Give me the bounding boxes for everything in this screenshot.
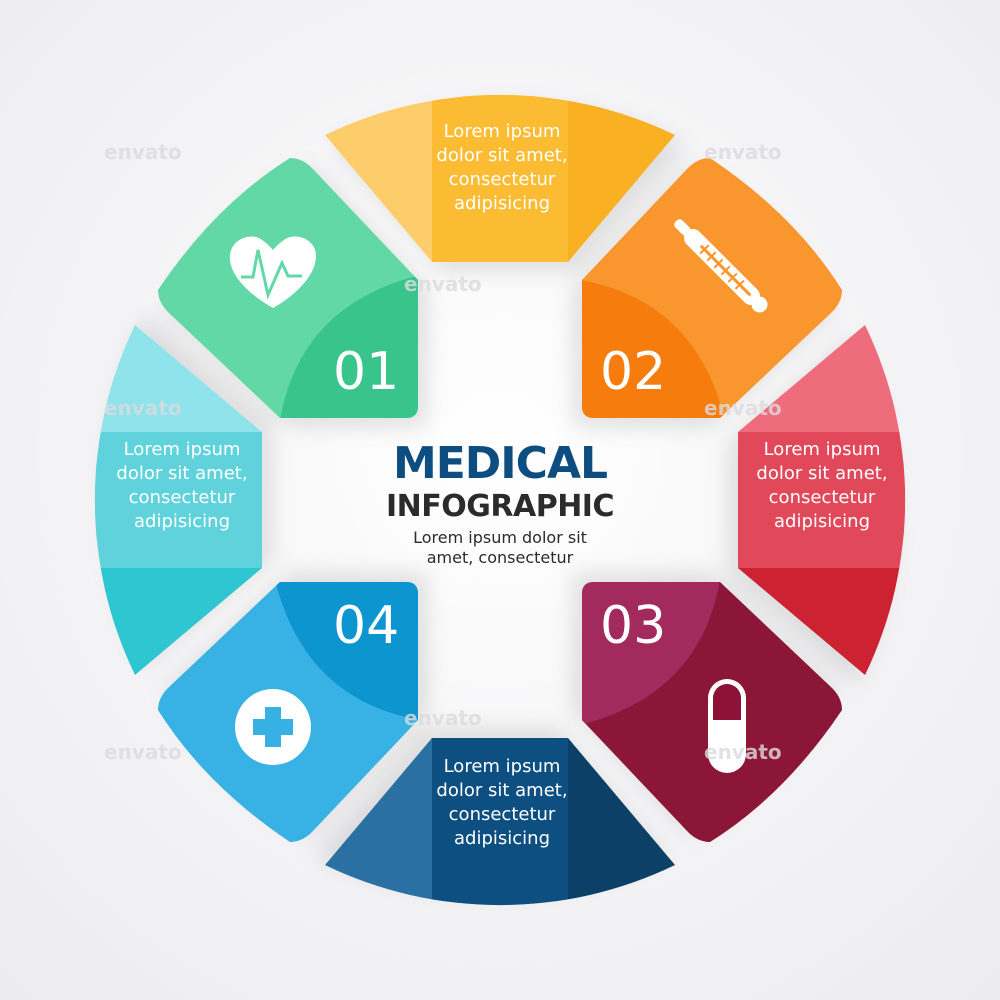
segment-band [94,431,262,568]
watermark: envato [704,740,782,764]
watermark: envato [704,140,782,164]
tile-accent [582,582,720,725]
title-infographic: INFOGRAPHIC [386,489,614,524]
watermark: envato [104,140,182,164]
watermark: envato [404,272,482,296]
watermark: envato [104,396,182,420]
title-medical: MEDICAL [392,438,608,489]
subtitle: Lorem ipsum dolor sit amet, consectetur [413,528,587,567]
tile-accent [275,582,418,720]
segment-band [432,94,569,262]
step-number-01: 01 [333,342,400,402]
pill-icon [708,679,746,773]
segment-right-text: Lorem ipsum dolor sit amet, consectetur … [756,439,888,532]
segment-bottom-text: Lorem ipsum dolor sit amet, consectetur … [436,756,568,849]
segment-top-text: Lorem ipsum dolor sit amet, consectetur … [436,121,568,214]
watermark: envato [704,396,782,420]
tile-accent [582,280,725,418]
heart-pulse-icon [229,236,316,308]
step-number-04: 04 [333,596,400,656]
watermark: envato [104,740,182,764]
tile-accent [280,275,418,418]
segment-band [738,432,906,569]
step-number-03: 03 [600,596,667,656]
thermometer-icon [674,219,768,313]
segment-left-text: Lorem ipsum dolor sit amet, consectetur … [116,439,248,532]
step-number-02: 02 [600,342,667,402]
step-02-tile [582,158,842,418]
segment-band [431,738,568,906]
watermark: envato [404,706,482,730]
medical-cross-icon [235,689,311,765]
